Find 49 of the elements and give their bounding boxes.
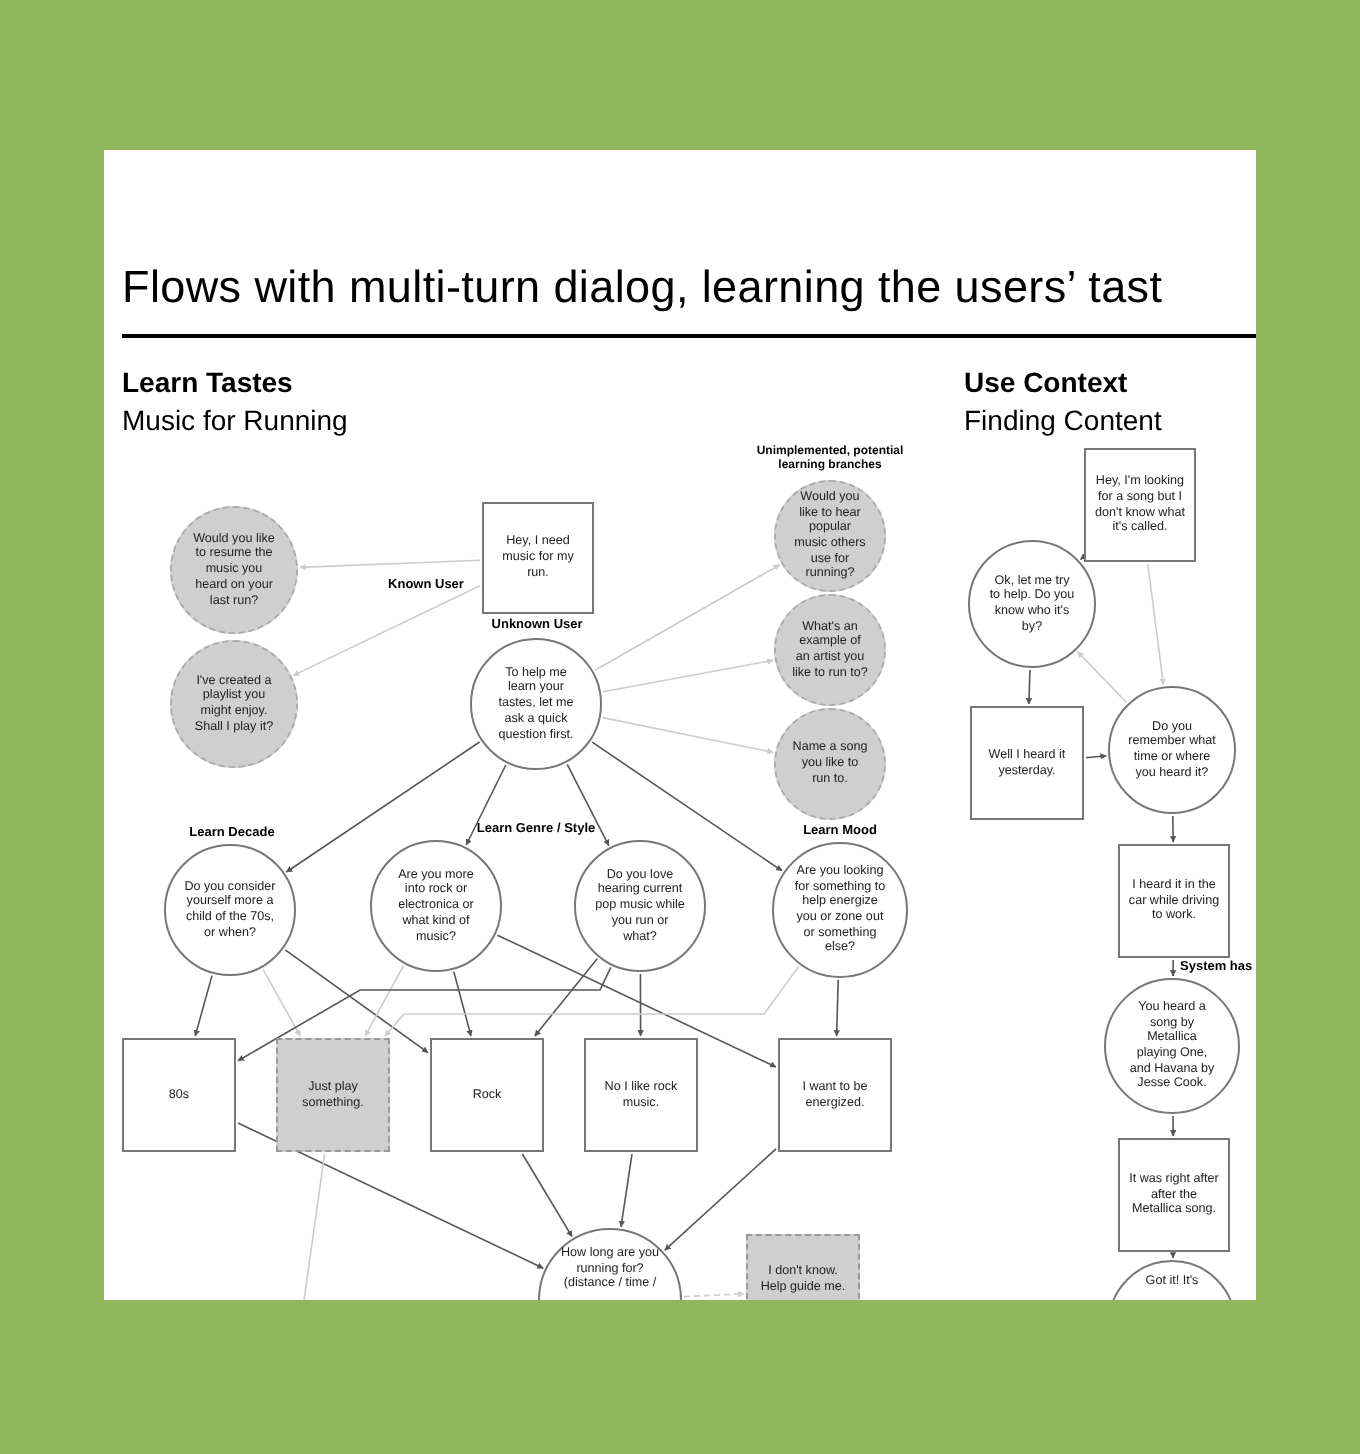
connector-arrow bbox=[566, 763, 610, 847]
connector-arrow bbox=[521, 1153, 573, 1238]
response-box bbox=[430, 1038, 544, 1152]
response-box bbox=[584, 1038, 698, 1152]
connector-arrow bbox=[292, 585, 481, 677]
response-box bbox=[122, 1038, 236, 1152]
connector-arrow bbox=[618, 1153, 633, 1228]
connector-arrow bbox=[496, 934, 777, 1068]
response-box bbox=[778, 1038, 892, 1152]
connector-arrow bbox=[1169, 1252, 1177, 1259]
connector-arrow bbox=[384, 965, 800, 1037]
connector-arrow bbox=[591, 741, 783, 872]
connector-arrow bbox=[299, 559, 481, 571]
connector-arrow bbox=[1076, 650, 1128, 704]
connector-arrow bbox=[193, 974, 213, 1037]
connector-arrow bbox=[637, 973, 644, 1037]
connector-arrow bbox=[465, 764, 507, 846]
connector-arrow bbox=[237, 1122, 544, 1269]
connector-arrow bbox=[1169, 959, 1177, 977]
connector-arrow bbox=[664, 1148, 777, 1251]
connector-arrow bbox=[833, 979, 840, 1037]
section-heading: Learn Tastes bbox=[122, 366, 295, 400]
response-box bbox=[1118, 1138, 1230, 1252]
section-heading: Use Context bbox=[964, 366, 1130, 400]
connector-arrow bbox=[683, 1290, 745, 1298]
response-box bbox=[276, 1038, 390, 1152]
title: Flows with multi-turn dialog, learning the users’ tast bbox=[122, 260, 1163, 316]
connector-arrow bbox=[1147, 563, 1166, 686]
connector-arrow bbox=[1169, 815, 1177, 843]
connector-arrow bbox=[1169, 1115, 1177, 1137]
section-subheading: Music for Running bbox=[122, 404, 350, 438]
response-box bbox=[1118, 844, 1230, 958]
connector-arrow bbox=[285, 741, 481, 873]
connector-arrow bbox=[534, 958, 598, 1037]
connector-arrow bbox=[364, 965, 405, 1037]
response-box bbox=[1084, 448, 1196, 562]
section-subheading: Finding Content bbox=[964, 404, 1164, 438]
connector-arrow bbox=[1085, 753, 1107, 760]
connector-arrow bbox=[1025, 669, 1033, 705]
connector-arrow bbox=[1079, 553, 1088, 561]
connector-arrow bbox=[453, 970, 473, 1037]
response-box bbox=[970, 706, 1084, 820]
connector-arrow bbox=[594, 564, 781, 671]
connector-arrow bbox=[601, 716, 774, 755]
response-box bbox=[482, 502, 594, 614]
connector-arrow bbox=[237, 966, 612, 1062]
connector-arrow bbox=[602, 658, 774, 693]
connector-arrow bbox=[262, 968, 301, 1037]
connector-arrow bbox=[284, 949, 429, 1054]
